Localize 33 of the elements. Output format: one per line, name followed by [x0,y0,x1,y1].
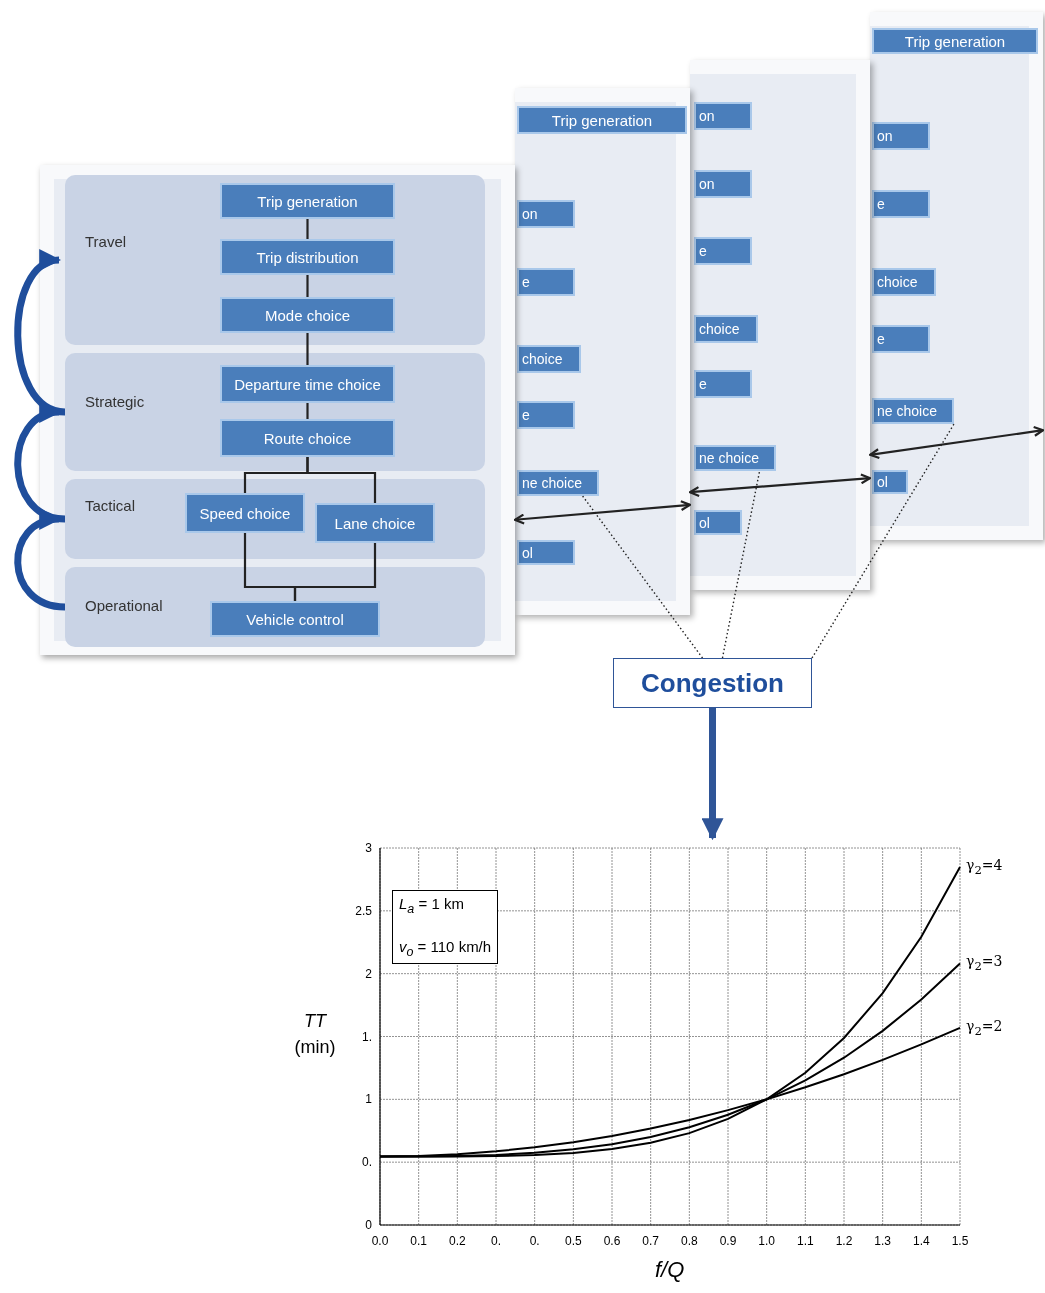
axis-title: TT (min) [293,1010,337,1059]
tick-label: 0.7 [642,1234,659,1248]
tick-label: 0.5 [565,1234,582,1248]
series-label: γ$_{2}$=2 [966,1017,1003,1038]
tick-label: 1.0 [758,1234,775,1248]
tick-label: 1. [362,1029,372,1044]
tick-label: 1 [365,1092,372,1107]
tick-label: 2 [365,966,372,981]
tick-label: 0.1 [410,1234,427,1248]
band-label: Tactical [85,497,136,514]
tick-label: 0 [365,1218,372,1232]
tick-label: 0.0 [371,1234,389,1248]
tick-label: 0. [491,1234,501,1248]
tick-label: 2.5 [355,903,372,918]
tick-label: 1.4 [913,1234,930,1248]
axis-title: f/Q [655,1257,685,1283]
tick-label: 0.9 [719,1234,737,1248]
series-label: γ$_{2}$=4 [966,857,1003,877]
band-label: Travel [85,233,127,250]
tick-label: 0.8 [681,1234,698,1248]
tick-label: 1.1 [797,1234,814,1248]
tick-label: 1.2 [835,1234,853,1248]
tick-label: 0. [529,1234,540,1248]
tick-label: 1.5 [951,1234,969,1248]
band-label: Strategic [85,393,145,410]
tick-label: 1.3 [874,1234,891,1248]
tick-label: 0.6 [603,1234,621,1248]
annotation-text: L$_{a}$ = 1 km [399,895,465,916]
band-label: Operational [85,597,163,614]
tick-label: 0.2 [449,1234,466,1248]
tick-label: 0. [362,1155,372,1170]
tick-label: 3 [365,841,372,855]
annotation-text: v$_{o}$ = 110 km/h [399,938,492,959]
